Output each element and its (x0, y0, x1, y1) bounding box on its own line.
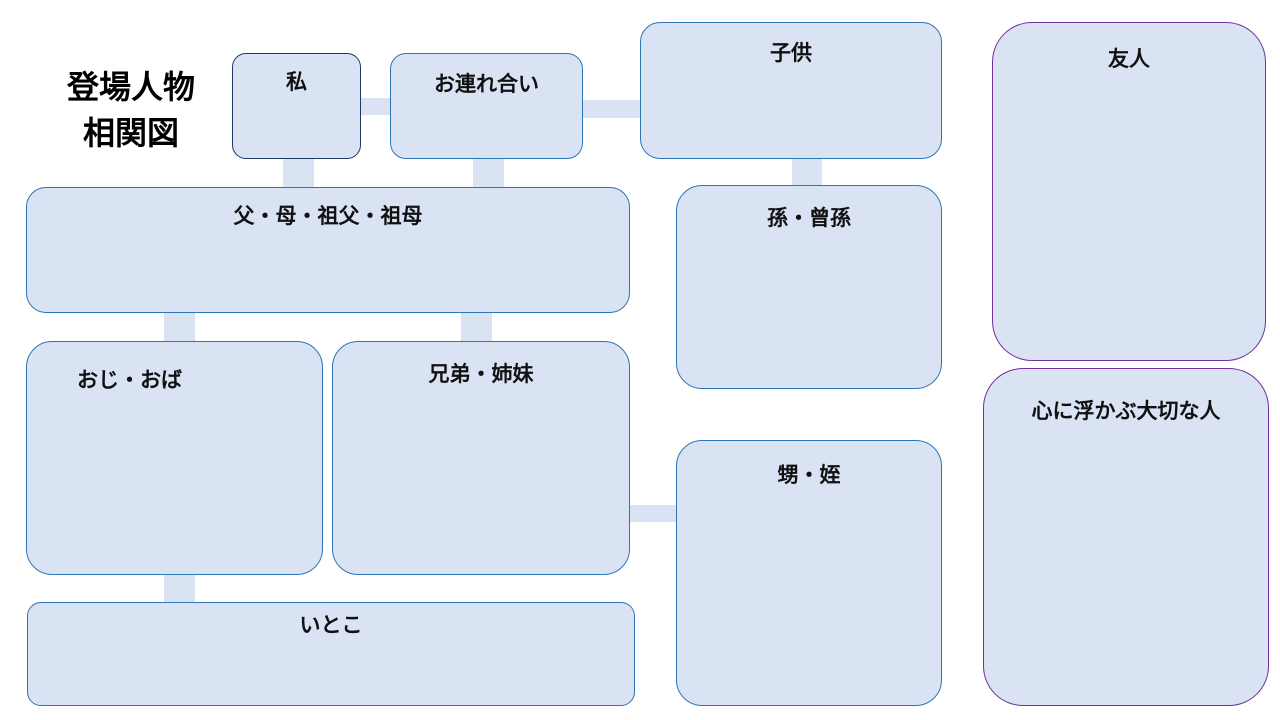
box-parents[interactable]: 父・母・祖父・祖母 (26, 187, 630, 313)
box-label: いとこ (299, 613, 363, 637)
box-label: 父・母・祖父・祖母 (233, 204, 423, 228)
connector (628, 505, 677, 522)
box-label: 孫・曾孫 (767, 206, 851, 230)
box-label: 心に浮かぶ大切な人 (1031, 399, 1221, 423)
box-me[interactable]: 私 (232, 53, 361, 159)
box-children[interactable]: 子供 (640, 22, 942, 159)
box-siblings[interactable]: 兄弟・姉妹 (332, 341, 630, 575)
title-line-1: 登場人物 (66, 68, 195, 106)
box-label: 兄弟・姉妹 (428, 362, 534, 386)
box-label: 友人 (1108, 47, 1150, 71)
connector (164, 311, 195, 343)
connector (164, 573, 195, 604)
box-label: おじ・おば (77, 368, 182, 392)
title-line-2: 相関図 (82, 114, 179, 152)
box-label: お連れ合い (434, 72, 539, 96)
connector (473, 157, 504, 189)
box-label: 子供 (770, 41, 812, 65)
box-important-people[interactable]: 心に浮かぶ大切な人 (983, 368, 1269, 706)
box-cousins[interactable]: いとこ (27, 602, 635, 706)
connector (792, 157, 822, 187)
box-grandchildren[interactable]: 孫・曾孫 (676, 185, 942, 389)
connector (359, 98, 391, 115)
box-partner[interactable]: お連れ合い (390, 53, 583, 159)
box-uncles[interactable]: おじ・おば (26, 341, 323, 575)
page-title: 登場人物 相関図 (56, 64, 206, 156)
box-label: 私 (286, 70, 307, 94)
box-friends[interactable]: 友人 (992, 22, 1266, 361)
connector (461, 311, 492, 343)
box-label: 甥・姪 (777, 463, 841, 487)
connector (283, 157, 314, 189)
box-nephews[interactable]: 甥・姪 (676, 440, 942, 706)
connector (581, 100, 641, 118)
